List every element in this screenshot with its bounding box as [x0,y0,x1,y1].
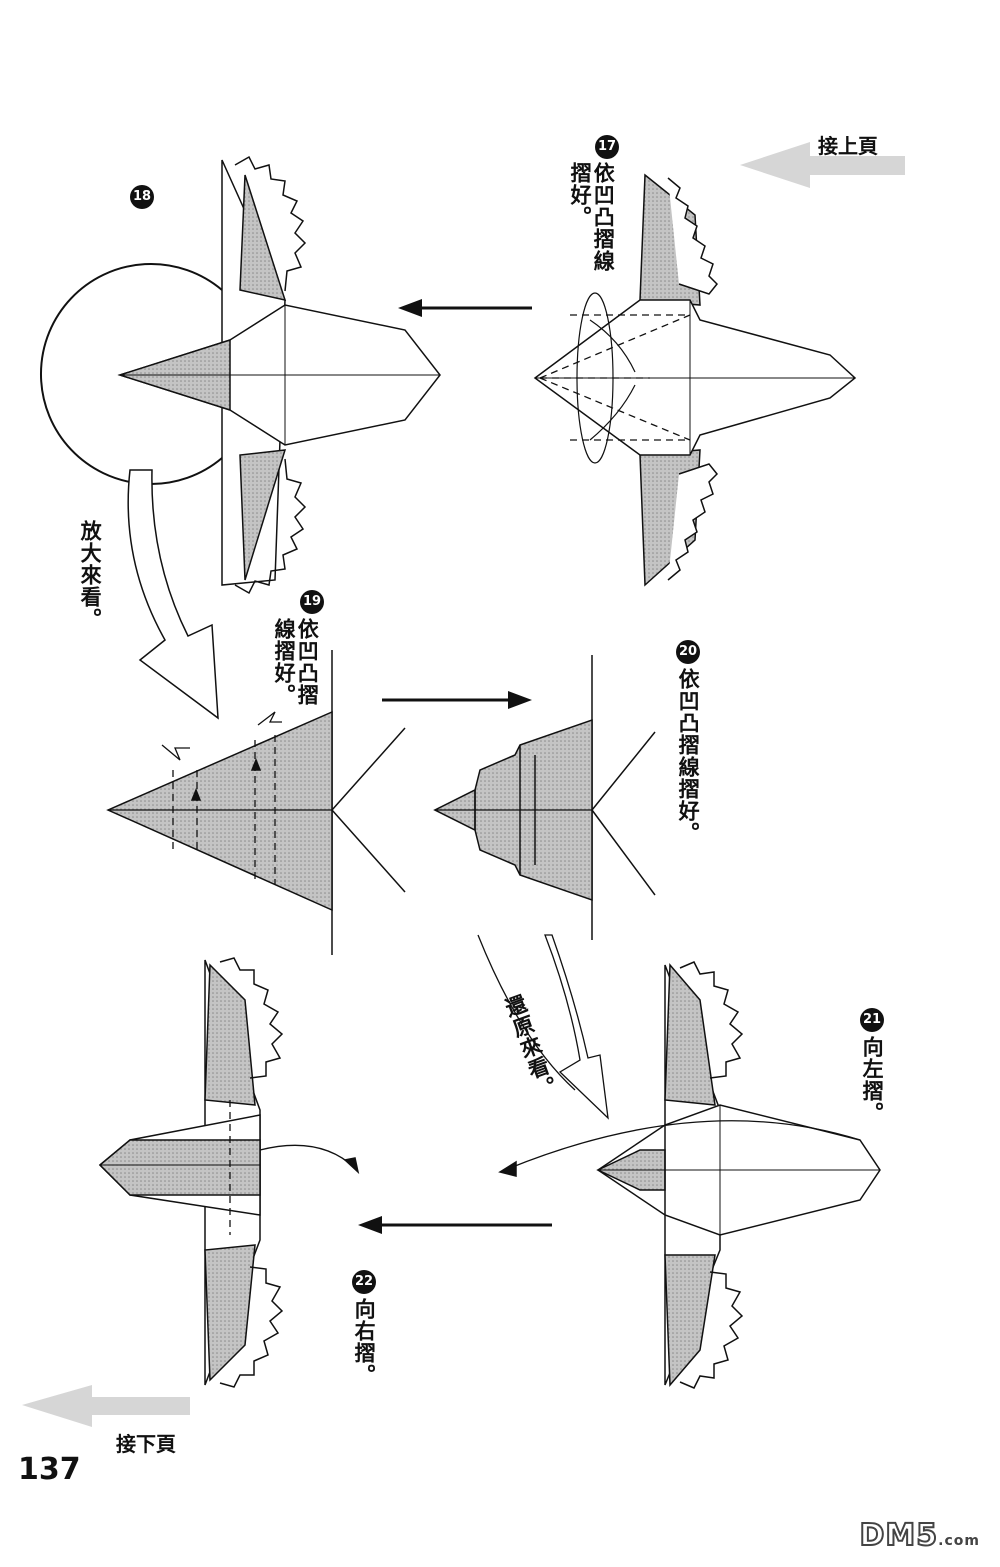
step-19-number: 19 [300,590,324,614]
continue-to-arrow [22,1385,190,1427]
zoom-arrow [127,469,219,720]
watermark-brand: DM5 [859,1517,939,1554]
restore-arrow [477,934,609,1120]
watermark-logo: DM5.com [859,1517,980,1554]
step-20-figure [433,655,656,940]
continue-to-label: 接下頁 [116,1432,176,1456]
step-18-number: 18 [130,185,154,209]
page-number: 137 [18,1452,81,1487]
step-19-instruction: 依凹凸摺線摺好。 [272,618,320,706]
step-22-number: 22 [352,1270,376,1294]
step-19-figure [106,650,406,955]
step-22-instruction: 向右摺。 [352,1298,377,1386]
step-21-number: 21 [860,1008,884,1032]
continue-from-arrow [740,142,905,188]
step-21-instruction: 向左摺。 [860,1036,885,1124]
step-arrow-17-18 [398,299,532,317]
step-arrow-21-22 [358,1216,552,1234]
step-20-number: 20 [676,640,700,664]
continue-from-label: 接上頁 [818,134,878,158]
step-21-figure [498,961,881,1389]
step-17-figure [533,173,857,587]
watermark-suffix: .com [938,1533,980,1549]
step-arrow-19-20 [382,691,532,709]
step-18-figure [39,155,441,595]
step-20-instruction: 依凹凸摺線摺好。 [676,668,701,844]
step-17-number: 17 [595,135,619,159]
step-22-figure [98,957,360,1388]
zoom-note: 放大來看。 [78,520,103,630]
step-17-instruction: 依凹凸摺線摺好。 [568,162,616,272]
